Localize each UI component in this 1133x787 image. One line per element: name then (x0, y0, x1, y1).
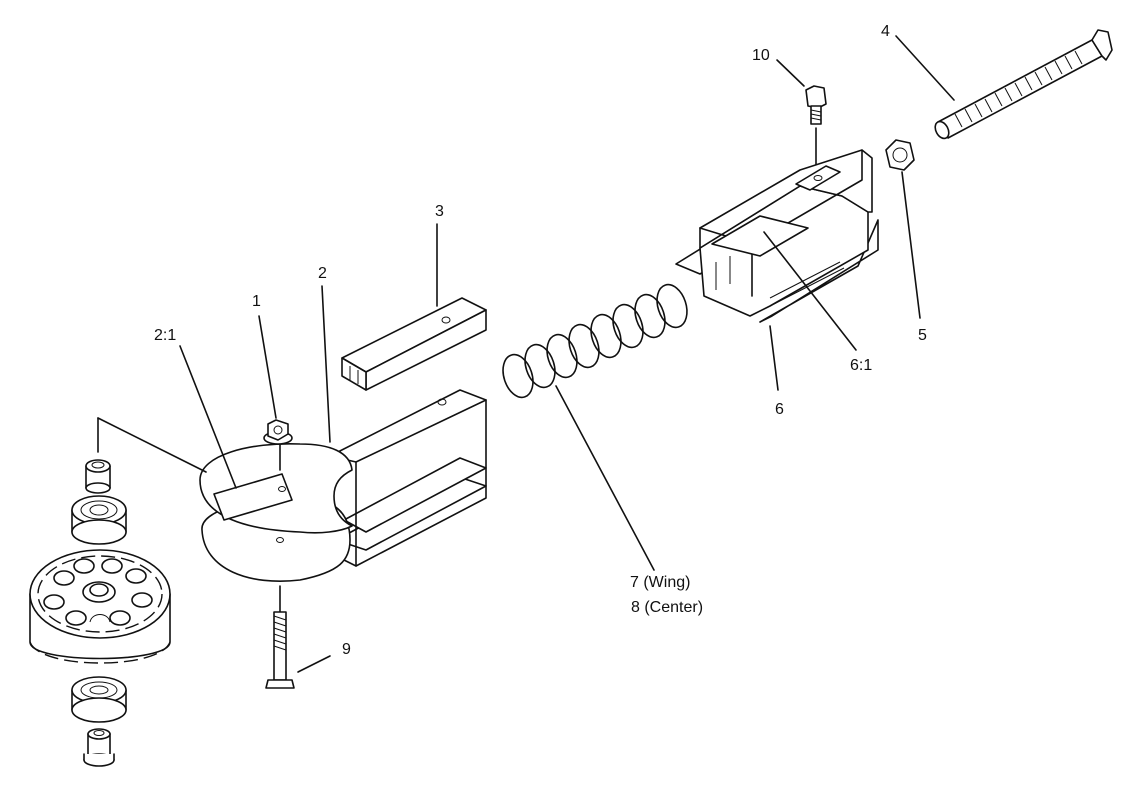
rod-threads (954, 50, 1083, 128)
callout-4: 4 (881, 23, 890, 40)
top-bearing-part (71, 495, 127, 545)
callout-9: 9 (342, 641, 351, 658)
pivot-centerline (97, 417, 207, 473)
callout-labels: 1 2 2:1 3 4 5 6 6:1 7 (Wing) 8 (Center) … (154, 23, 927, 658)
hex-nut-part (885, 139, 915, 171)
callout-10: 10 (752, 47, 770, 64)
callout-6-1: 6:1 (850, 357, 872, 374)
callout-8: 8 (Center) (631, 599, 703, 616)
threaded-rod-part (934, 29, 1113, 140)
slide-bracket-part (675, 149, 879, 323)
callout-2: 2 (318, 265, 327, 282)
leader-lines (179, 35, 955, 673)
pivot-arm-part (199, 389, 487, 582)
bottom-bolt-part (265, 585, 295, 689)
callout-5: 5 (918, 327, 927, 344)
coil-spring-part (502, 283, 688, 399)
bottom-bushing-part (83, 728, 115, 767)
top-bushing-part (85, 459, 111, 494)
callout-7: 7 (Wing) (630, 574, 690, 591)
bottom-bearing-part (71, 676, 127, 723)
callout-1: 1 (252, 293, 261, 310)
top-channel-part (341, 297, 487, 391)
callout-2-1: 2:1 (154, 327, 176, 344)
wheel-part (29, 549, 171, 664)
flange-nut-part (263, 419, 293, 445)
bolt-top-part (805, 85, 827, 171)
callout-6: 6 (775, 401, 784, 418)
callout-3: 3 (435, 203, 444, 220)
